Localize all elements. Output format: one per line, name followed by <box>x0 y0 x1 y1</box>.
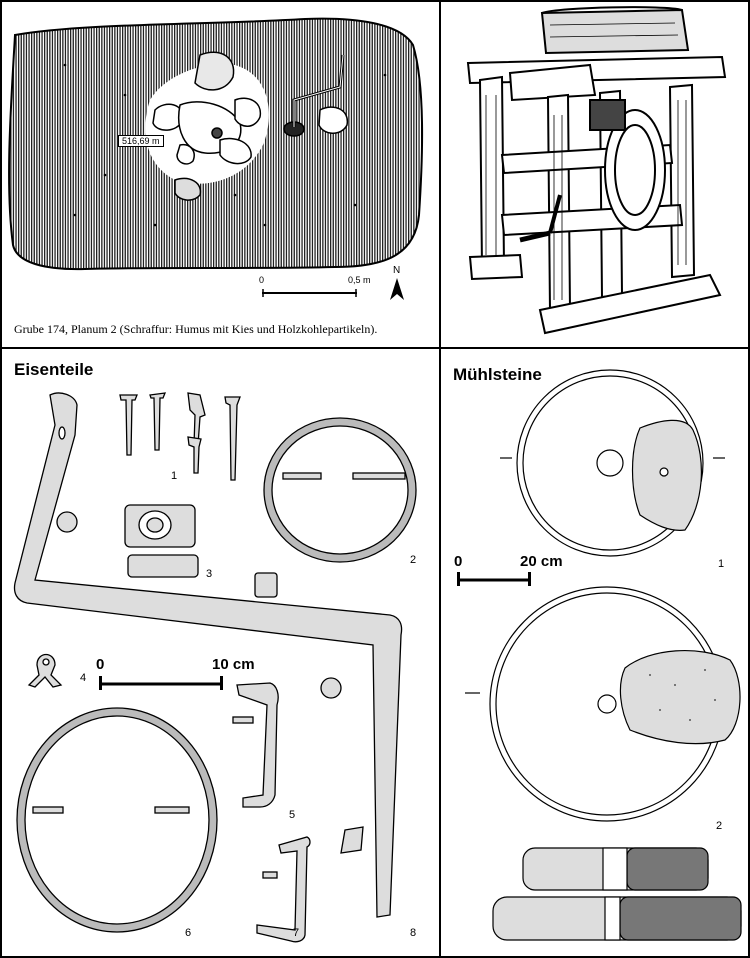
iron-label-1: 1 <box>171 470 178 482</box>
iron-scale-zero: 0 <box>96 656 105 673</box>
stones-in-pit <box>152 51 348 201</box>
loop-item-4 <box>27 653 63 688</box>
mill-reconstruction-drawing <box>466 6 727 335</box>
iron-label-5: 5 <box>289 809 296 821</box>
hook-item-5 <box>236 682 279 808</box>
millstones-section-title: Mühlsteine <box>453 365 542 384</box>
iron-label-7: 7 <box>293 927 300 939</box>
stone-label-2: 2 <box>716 820 723 832</box>
stones-scale-end: 20 cm <box>520 553 563 570</box>
vertical-divider <box>439 0 441 958</box>
millstones-drawing <box>465 369 742 941</box>
iron-scale-end: 10 cm <box>212 656 255 673</box>
iron-bar-item-8 <box>13 392 403 918</box>
plan-caption: Grube 174, Planum 2 (Schraffur: Humus mi… <box>14 322 378 336</box>
plan-scale-zero: 0 <box>259 275 265 285</box>
ring-item-2 <box>264 418 416 562</box>
iron-label-6: 6 <box>185 927 192 939</box>
ring-item-6 <box>17 708 217 932</box>
stones-scale-zero: 0 <box>454 553 463 570</box>
elevation-label: 516,69 m <box>118 135 164 147</box>
hook-item-7 <box>256 836 311 943</box>
plan-scale-bar <box>262 289 357 297</box>
iron-artifacts-drawing <box>13 392 417 943</box>
iron-section-title: Eisenteile <box>14 360 94 379</box>
stones-scale-bar <box>457 572 531 586</box>
iron-label-3: 3 <box>206 568 213 580</box>
iron-label-2: 2 <box>410 554 417 566</box>
north-label: N <box>393 265 401 276</box>
iron-scale-bar <box>99 676 223 690</box>
stone-label-1: 1 <box>718 558 725 570</box>
plan-scale-end: 0,5 m <box>348 275 371 285</box>
excavation-plan <box>8 17 424 271</box>
nails-item-1 <box>119 392 241 481</box>
horizontal-divider <box>0 347 750 349</box>
north-arrow-icon <box>390 278 404 300</box>
iron-label-8: 8 <box>410 927 417 939</box>
iron-label-4: 4 <box>80 672 87 684</box>
